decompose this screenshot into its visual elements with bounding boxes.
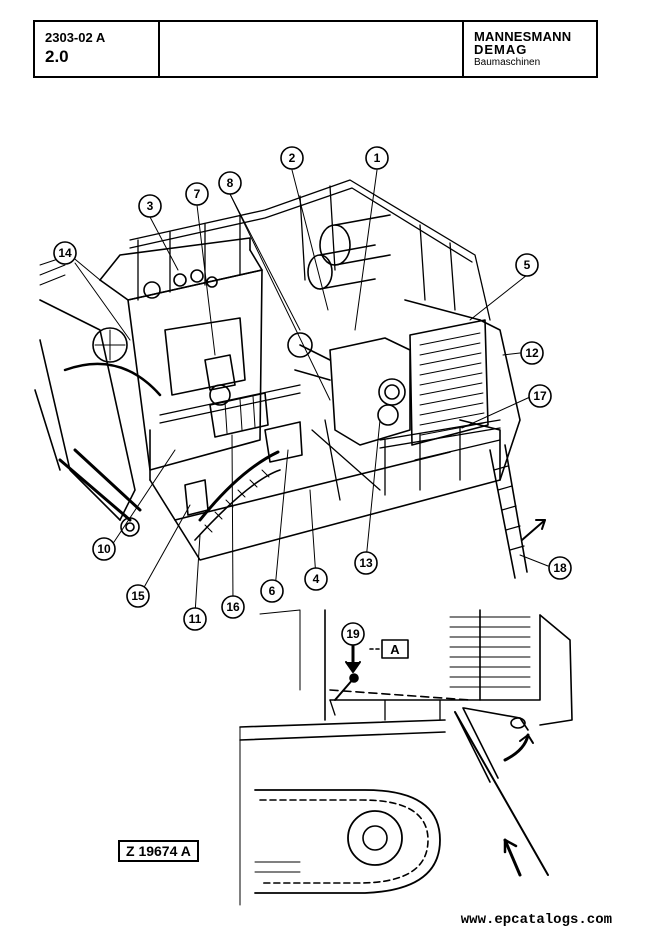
brand-cell: MANNESMANN DEMAG Baumaschinen: [464, 22, 596, 76]
callout-4: 4: [304, 567, 328, 591]
svg-text:10: 10: [97, 542, 111, 556]
svg-text:2: 2: [289, 151, 296, 165]
svg-text:4: 4: [313, 572, 320, 586]
callouts: 1 2 3 7 8 5 14 12 17 10 13 18 4 6 15 16 …: [53, 146, 572, 646]
callout-1: 1: [365, 146, 389, 170]
figure-reference: Z 19674 A: [118, 840, 199, 862]
svg-text:6: 6: [269, 584, 276, 598]
svg-text:5: 5: [524, 258, 531, 272]
callout-19: 19: [341, 622, 365, 646]
brand-line-2: DEMAG: [474, 42, 528, 57]
callout-16: 16: [221, 595, 245, 619]
doc-number: 2303-02 A: [45, 30, 106, 45]
svg-text:3: 3: [147, 199, 154, 213]
leader-lines: [74, 169, 549, 615]
svg-text:15: 15: [131, 589, 145, 603]
svg-text:8: 8: [227, 176, 234, 190]
callout-6: 6: [260, 579, 284, 603]
title-cell: [160, 22, 464, 76]
svg-text:19: 19: [346, 627, 360, 641]
doc-id-cell: 2303-02 A 2.0: [35, 22, 160, 76]
svg-text:13: 13: [359, 556, 373, 570]
section-number: 2.0: [45, 47, 69, 66]
svg-text:11: 11: [189, 612, 202, 626]
svg-text:14: 14: [58, 246, 72, 260]
upper-view: [34, 179, 546, 579]
brand-line-3: Baumaschinen: [474, 57, 541, 68]
callout-15: 15: [126, 584, 150, 608]
callout-3: 3: [138, 194, 162, 218]
callout-5: 5: [515, 253, 539, 277]
callout-11: 11: [183, 607, 207, 631]
svg-text:1: 1: [374, 151, 381, 165]
svg-text:16: 16: [226, 600, 240, 614]
callout-17: 17: [528, 384, 552, 408]
footer-url[interactable]: www.epcatalogs.com: [460, 912, 612, 928]
view-a-box: [381, 639, 409, 659]
svg-text:12: 12: [525, 346, 539, 360]
callout-18: 18: [548, 556, 572, 580]
view-a-label: A: [390, 642, 400, 657]
callout-13: 13: [354, 551, 378, 575]
callout-12: 12: [520, 341, 544, 365]
lower-view: [239, 609, 573, 906]
brand-line-1: MANNESMANN: [474, 29, 572, 44]
svg-text:17: 17: [533, 389, 547, 403]
callout-10: 10: [92, 537, 116, 561]
title-block: 2303-02 A 2.0 MANNESMANN DEMAG Baumaschi…: [33, 20, 598, 78]
callout-7: 7: [185, 182, 209, 206]
callout-14: 14: [53, 241, 77, 265]
svg-text:18: 18: [553, 561, 567, 575]
callout-8: 8: [218, 171, 242, 195]
svg-text:7: 7: [194, 187, 201, 201]
callout-2: 2: [280, 146, 304, 170]
